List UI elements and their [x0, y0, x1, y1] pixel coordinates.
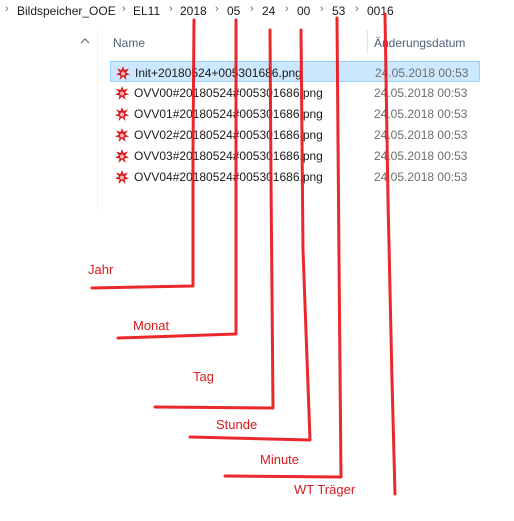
breadcrumb-item-53[interactable]: 53: [332, 4, 346, 18]
file-date: 24.05.2018 00:53: [374, 149, 468, 163]
breadcrumb: › Bildspeicher_OOE › EL11 › 2018 › 05 › …: [0, 0, 514, 22]
image-file-icon: [115, 107, 129, 121]
chevron-right-icon[interactable]: ›: [355, 3, 359, 15]
breadcrumb-item-2018[interactable]: 2018: [180, 4, 207, 18]
annotation-label-monat: Monat: [133, 318, 170, 333]
chevron-right-icon[interactable]: ›: [122, 3, 126, 15]
breadcrumb-item-0016[interactable]: 0016: [367, 4, 394, 18]
breadcrumb-item-el11[interactable]: EL11: [133, 4, 161, 18]
file-name: OVV03#20180524#005301686.png: [134, 149, 323, 163]
file-row[interactable]: OVV03#20180524#005301686.png 24.05.2018 …: [110, 145, 480, 166]
chevron-right-icon[interactable]: ›: [169, 3, 173, 15]
annotation-line-monat: [116, 18, 238, 340]
chevron-right-icon[interactable]: ›: [250, 3, 254, 15]
breadcrumb-item-bildspeicher[interactable]: Bildspeicher_OOE: [17, 4, 116, 18]
file-date: 24.05.2018 00:53: [374, 128, 468, 142]
breadcrumb-item-00[interactable]: 00: [297, 4, 311, 18]
file-name: OVV01#20180524#005301686.png: [134, 107, 323, 121]
annotation-label-jahr: Jahr: [88, 262, 114, 277]
annotation-line-wt-traeger: [383, 12, 397, 496]
chevron-right-icon[interactable]: ›: [320, 3, 324, 15]
file-row[interactable]: OVV00#20180524#005301686.png 24.05.2018 …: [110, 82, 480, 103]
nav-pane-divider: [97, 30, 98, 210]
file-date: 24.05.2018 00:53: [375, 66, 469, 80]
file-row[interactable]: OVV01#20180524#005301686.png 24.05.2018 …: [110, 103, 480, 124]
breadcrumb-item-24[interactable]: 24: [262, 4, 276, 18]
chevron-right-icon[interactable]: ›: [5, 3, 9, 15]
annotation-line-jahr: [90, 18, 196, 290]
annotation-label-minute: Minute: [260, 452, 300, 467]
column-header-name[interactable]: Name: [113, 36, 146, 50]
file-row[interactable]: OVV02#20180524#005301686.png 24.05.2018 …: [110, 124, 480, 145]
image-file-icon: [115, 128, 129, 142]
annotation-line-minute: [223, 16, 343, 479]
file-name: OVV02#20180524#005301686.png: [134, 128, 323, 142]
annotation-line-stunde: [188, 28, 312, 442]
chevron-right-icon[interactable]: ›: [215, 3, 219, 15]
column-divider[interactable]: [367, 30, 368, 54]
column-header-date[interactable]: Änderungsdatum: [374, 36, 466, 50]
annotation-label-tag: Tag: [193, 369, 214, 384]
file-date: 24.05.2018 00:53: [374, 107, 468, 121]
file-name: OVV00#20180524#005301686.png: [134, 86, 323, 100]
file-date: 24.05.2018 00:53: [374, 170, 468, 184]
image-file-icon: [115, 170, 129, 184]
breadcrumb-item-05[interactable]: 05: [227, 4, 241, 18]
file-date: 24.05.2018 00:53: [374, 86, 468, 100]
image-file-icon: [115, 149, 129, 163]
file-name: OVV04#20180524#005301686.png: [134, 170, 323, 184]
annotation-line-tag: [153, 28, 275, 410]
image-file-icon: [115, 86, 129, 100]
annotation-label-stunde: Stunde: [216, 417, 258, 432]
annotation-label-wt-traeger: WT Träger: [294, 482, 356, 497]
chevron-right-icon[interactable]: ›: [285, 3, 289, 15]
image-file-icon: [116, 66, 130, 80]
chevron-up-icon[interactable]: [80, 36, 90, 46]
file-row[interactable]: OVV04#20180524#005301686.png 24.05.2018 …: [110, 166, 480, 187]
file-name: Init+20180524+005301686.png: [135, 66, 302, 80]
